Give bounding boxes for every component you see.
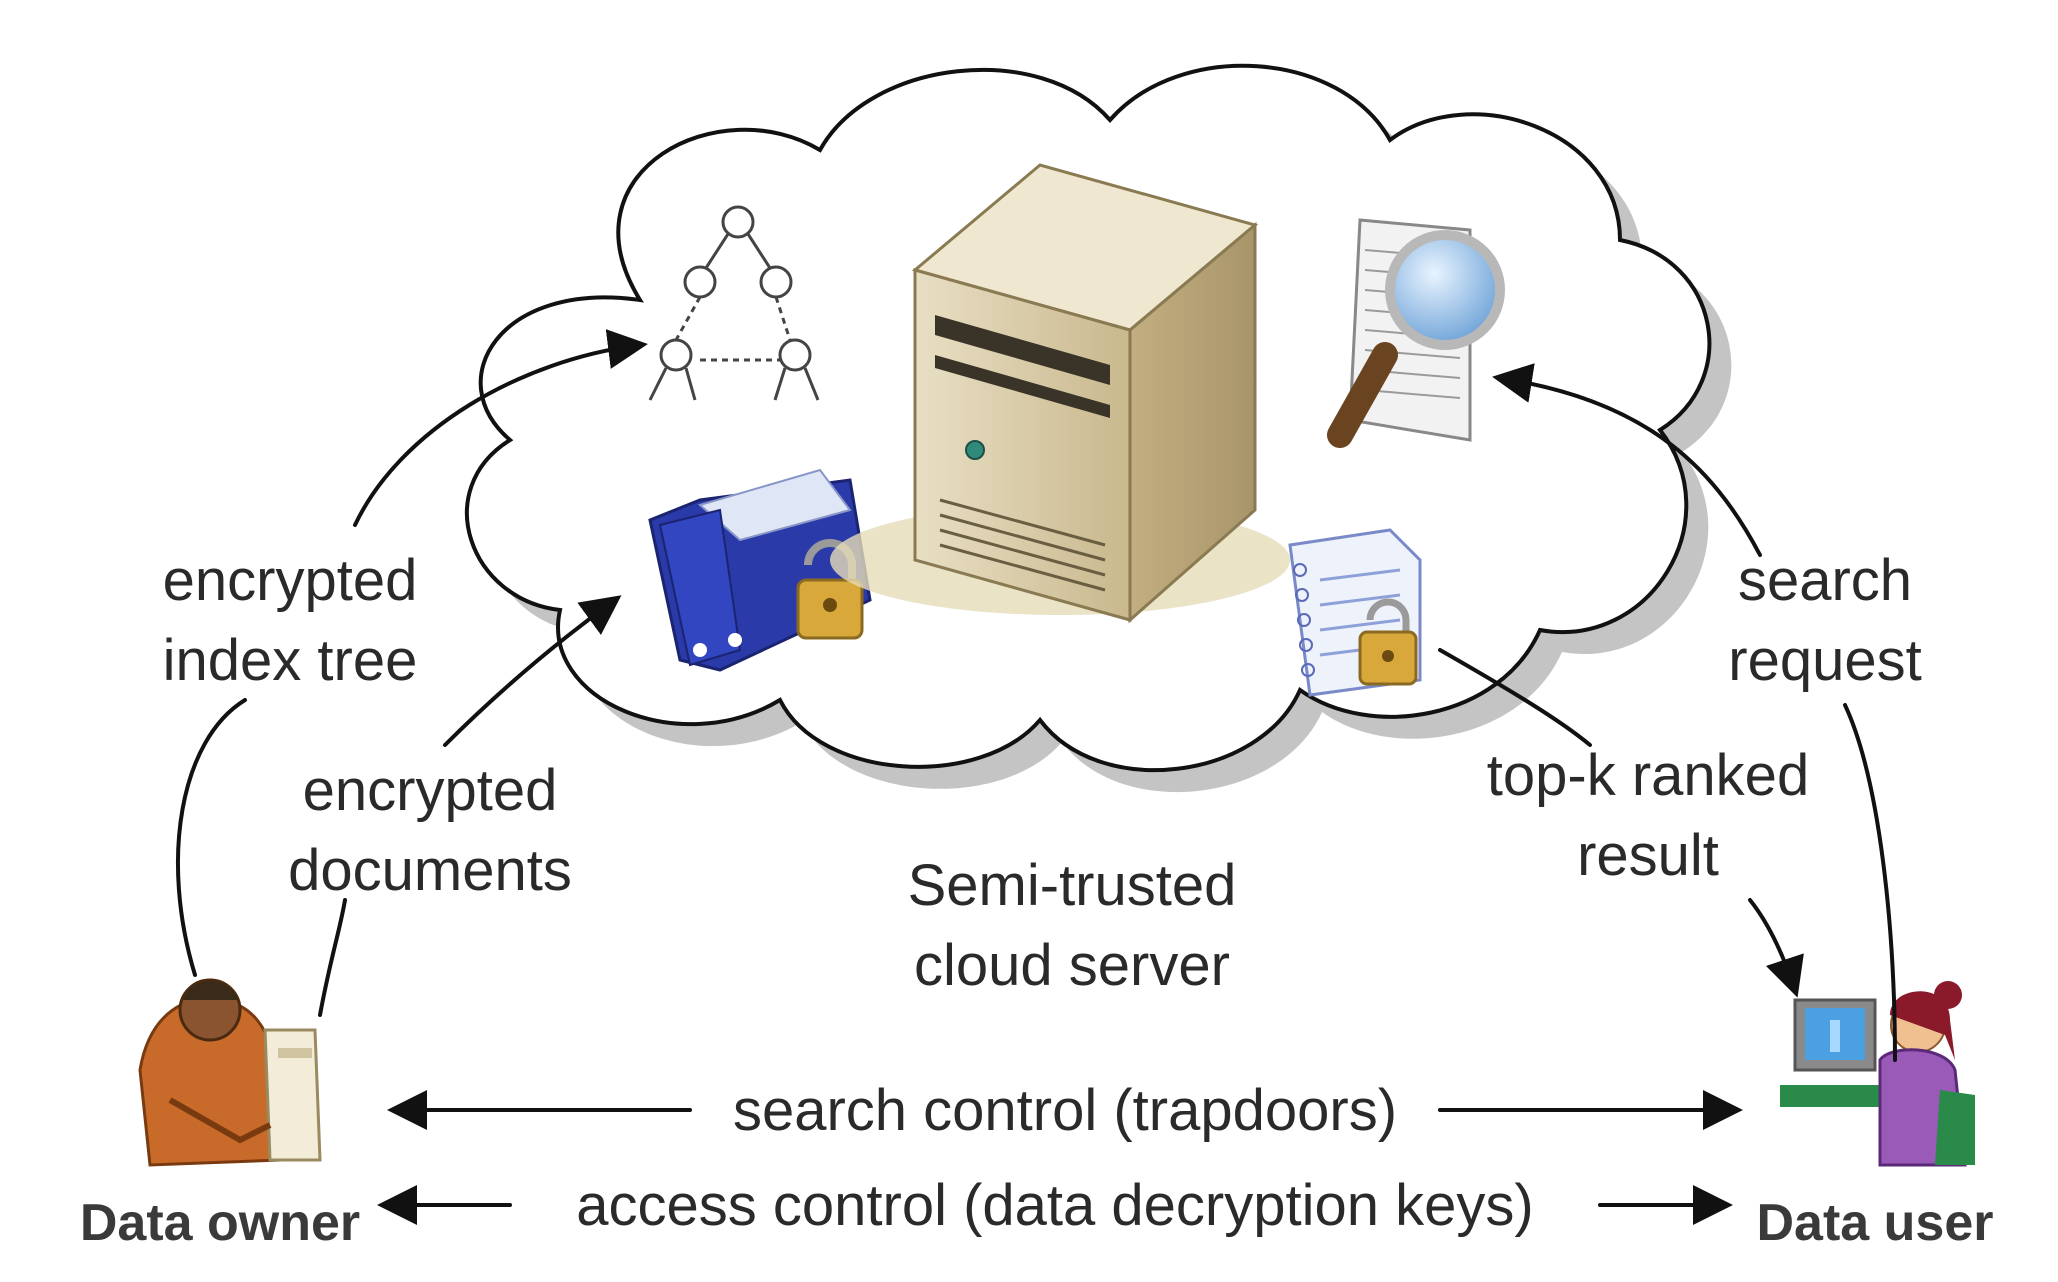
label-line: result (1577, 823, 1719, 888)
encrypted-document-icon (1288, 528, 1422, 697)
label-data-owner: Data owner (80, 1194, 360, 1252)
arrow-documents-upload (318, 600, 615, 1017)
arrows (175, 345, 1897, 1225)
label-encrypted-index-tree: encrypted index tree (163, 548, 418, 693)
label-access-control: access control (data decryption keys) (576, 1173, 1533, 1238)
arrow-search-request (1500, 378, 1897, 1062)
label-line: Semi-trusted (908, 853, 1237, 918)
label-top-k-result: top-k ranked result (1487, 743, 1809, 888)
label-line: cloud server (914, 933, 1230, 998)
encrypted-folder-icon (648, 468, 872, 672)
data-owner-person-icon (138, 978, 322, 1167)
label-line: encrypted (303, 758, 558, 823)
label-line: request (1728, 628, 1921, 693)
padlock-icon (1358, 598, 1418, 686)
data-user-person-icon (1780, 981, 1975, 1167)
label-line: encrypted (163, 548, 418, 613)
padlock-icon (796, 539, 864, 640)
label-line: documents (288, 838, 572, 903)
label-search-request: search request (1728, 548, 1921, 693)
arrow-top-k-result (1438, 648, 1795, 990)
label-line: index tree (163, 628, 418, 693)
label-encrypted-documents: encrypted documents (288, 758, 572, 903)
label-line: top-k ranked (1487, 743, 1809, 808)
label-cloud-server: Semi-trusted cloud server (908, 853, 1237, 998)
document-magnifier-icon (1327, 218, 1505, 448)
arrow-index-tree-upload (175, 345, 640, 977)
label-data-user: Data user (1757, 1194, 1994, 1252)
label-search-control: search control (trapdoors) (733, 1078, 1397, 1143)
label-line: search (1738, 548, 1912, 613)
server-tower-icon (830, 163, 1290, 624)
